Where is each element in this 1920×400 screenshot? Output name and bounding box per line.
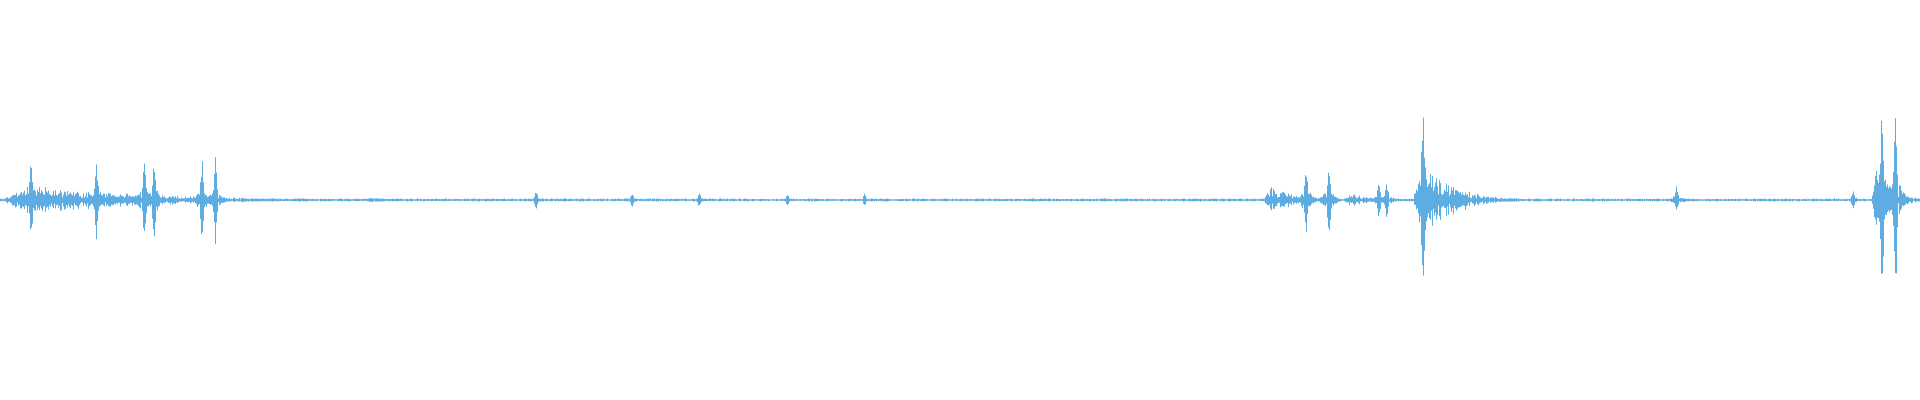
waveform-signal — [0, 117, 1920, 276]
